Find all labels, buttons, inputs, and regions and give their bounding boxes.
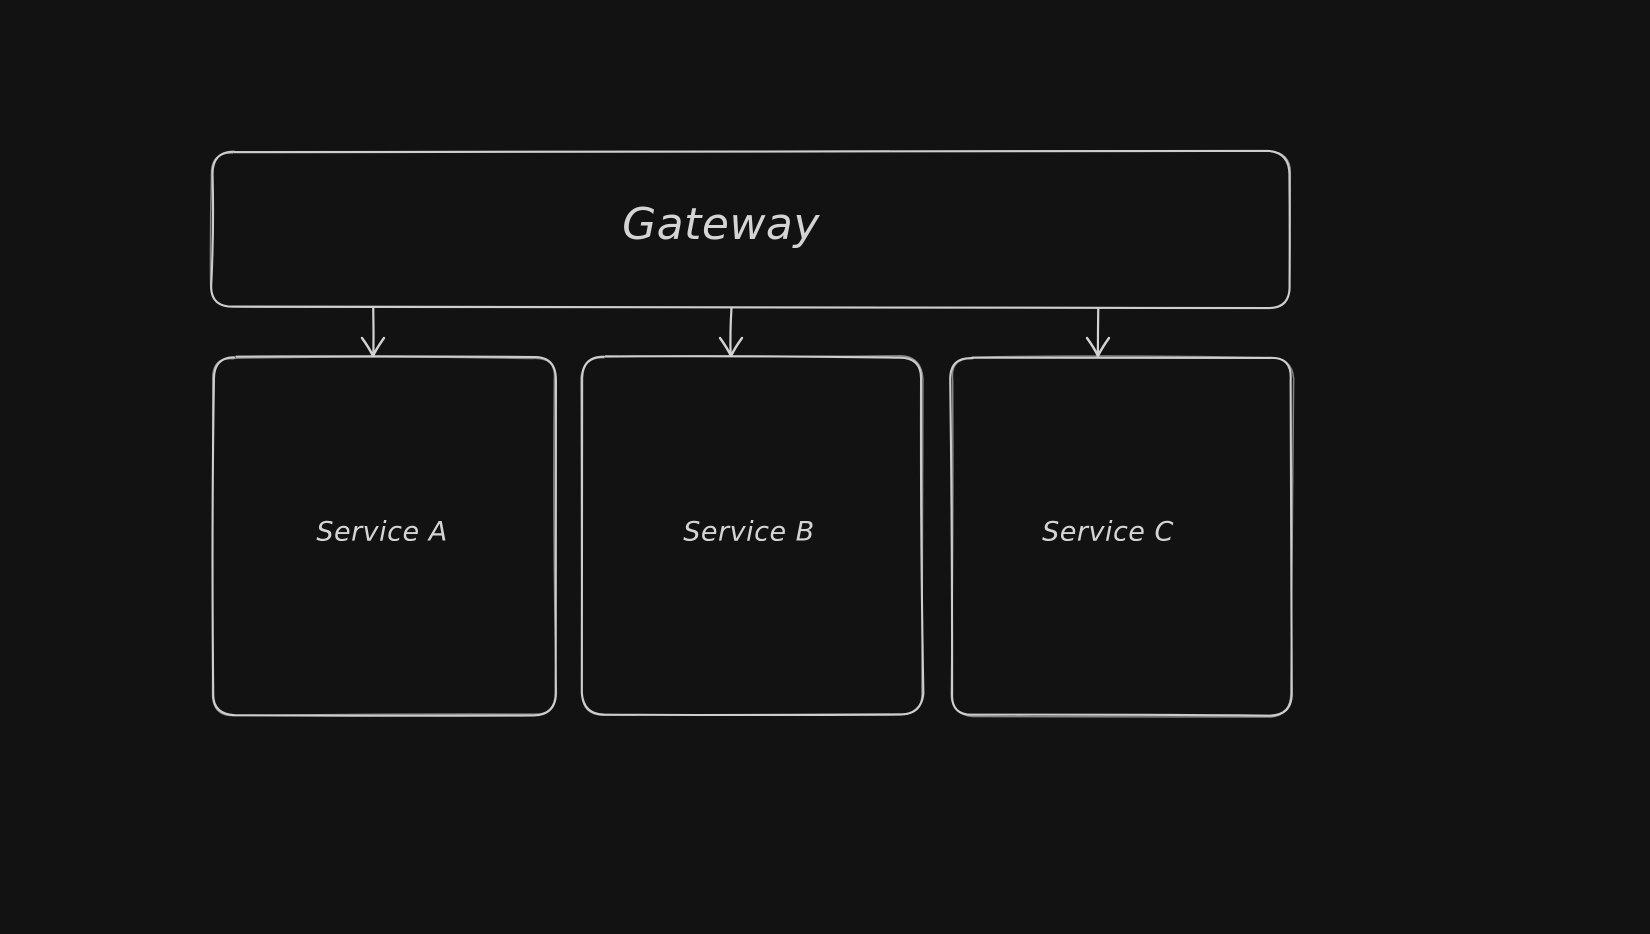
node-label-service-b: Service B — [683, 517, 814, 548]
node-gateway[interactable]: Gateway — [209, 149, 1292, 310]
edges-layer — [360, 306, 1111, 358]
node-background — [213, 357, 556, 715]
node-border-stroke-secondary — [211, 356, 558, 717]
node-background — [951, 357, 1292, 715]
node-label-gateway: Gateway — [622, 199, 820, 250]
arrow-head-icon — [1085, 336, 1111, 358]
arrow-head-icon — [718, 336, 744, 358]
node-border-stroke-secondary — [580, 355, 924, 716]
node-service-a[interactable]: Service A — [211, 355, 558, 717]
node-border-stroke-secondary — [950, 355, 1295, 718]
edge-arrow — [1085, 306, 1111, 358]
node-label-service-c: Service C — [1042, 517, 1174, 548]
edge-arrow — [718, 306, 744, 358]
edge-arrow — [360, 306, 386, 358]
node-background — [583, 357, 922, 715]
arrow-shaft — [729, 306, 733, 358]
arrow-head-icon — [360, 336, 386, 358]
node-service-c[interactable]: Service C — [949, 355, 1295, 718]
node-service-b[interactable]: Service B — [580, 355, 925, 717]
node-label-service-a: Service A — [316, 517, 447, 548]
node-background — [212, 152, 1290, 308]
